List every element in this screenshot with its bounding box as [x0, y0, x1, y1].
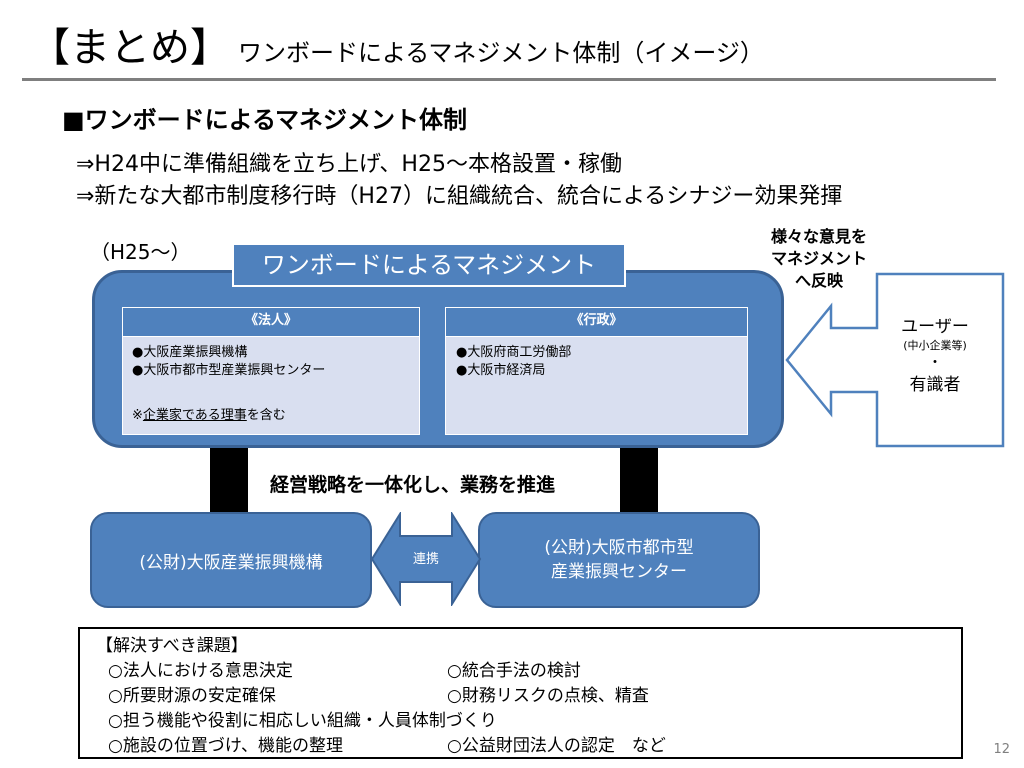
- integration-label: 経営戦略を一体化し、業務を推進: [270, 474, 556, 496]
- feedback-line: 様々な意見を: [770, 227, 867, 246]
- org-right-line-1: (公財)大阪市都市型: [544, 538, 694, 558]
- management-board-title: ワンボードによるマネジメント: [232, 243, 626, 287]
- page-number: 12: [993, 742, 1010, 757]
- issue-item: ○担う機能や役割に相応しい組織・人員体制づくり: [108, 711, 497, 731]
- connector-pillar-left: [210, 448, 248, 514]
- user-arrow-callout: [785, 272, 1005, 448]
- user-sub-label: (中小企業等): [903, 339, 967, 352]
- org-box-osaka-industrial-promotion: (公財)大阪産業振興機構: [90, 512, 372, 608]
- user-label: ユーザー: [901, 317, 969, 337]
- note-underlined: 企業家である理事: [142, 408, 247, 423]
- note-suffix: を含む: [246, 408, 286, 423]
- user-callout-text: ユーザー (中小企業等) ・ 有識者: [880, 316, 990, 398]
- feedback-line: へ反映: [794, 271, 843, 290]
- list-item: ●大阪産業振興機構: [132, 345, 248, 360]
- double-arrow-icon: [370, 512, 482, 606]
- expert-label: 有識者: [909, 375, 961, 395]
- title-main: 【まとめ】: [30, 25, 230, 71]
- legal-entity-list: ●大阪産業振興機構 ●大阪市都市型産業振興センター: [132, 344, 325, 380]
- user-separator: ・: [928, 355, 942, 371]
- list-item: ●大阪市経済局: [456, 363, 546, 378]
- legal-entity-heading: 《法人》: [122, 307, 420, 337]
- issues-box: [78, 627, 963, 759]
- list-item: ●大阪府商工労働部: [456, 345, 572, 360]
- issue-item: ○公益財団法人の認定 など: [447, 736, 666, 756]
- org-right-line-2: 産業振興センター: [550, 562, 687, 582]
- legal-entity-note: ※企業家である理事を含む: [132, 404, 286, 423]
- issue-item: ○財務リスクの点検、精査: [447, 686, 649, 706]
- list-item: ●大阪市都市型産業振興センター: [132, 363, 326, 378]
- link-label: 連携: [412, 552, 439, 567]
- period-label: （H25～）: [90, 240, 191, 264]
- section-heading: ■ワンボードによるマネジメント体制: [62, 106, 467, 134]
- title-subtitle: ワンボードによるマネジメント体制（イメージ）: [238, 39, 764, 67]
- org-left-label: (公財)大阪産業振興機構: [139, 552, 323, 573]
- administration-heading: 《行政》: [445, 307, 748, 337]
- slide-title: 【まとめ】ワンボードによるマネジメント体制（イメージ）: [30, 20, 764, 76]
- title-divider: [22, 78, 996, 81]
- bullet-line-2: ⇒新たな大都市制度移行時（H27）に組織統合、統合によるシナジー効果発揮: [76, 184, 843, 209]
- connector-pillar-right: [620, 448, 658, 514]
- org-box-osaka-city-industry-center: (公財)大阪市都市型 産業振興センター: [478, 512, 760, 608]
- bullet-line-1: ⇒H24中に準備組織を立ち上げ、H25～本格設置・稼働: [76, 152, 622, 177]
- issue-item: ○所要財源の安定確保: [108, 686, 276, 706]
- issue-item: ○施設の位置づけ、機能の整理: [108, 736, 343, 756]
- administration-list: ●大阪府商工労働部 ●大阪市経済局: [456, 344, 571, 380]
- feedback-line: マネジメント: [770, 249, 867, 268]
- issue-item: ○統合手法の検討: [447, 661, 581, 681]
- note-prefix: ※: [132, 408, 143, 423]
- feedback-label: 様々な意見を マネジメント へ反映: [760, 226, 878, 292]
- issue-item: ○法人における意思決定: [108, 661, 293, 681]
- issues-title: 【解決すべき課題】: [96, 636, 248, 656]
